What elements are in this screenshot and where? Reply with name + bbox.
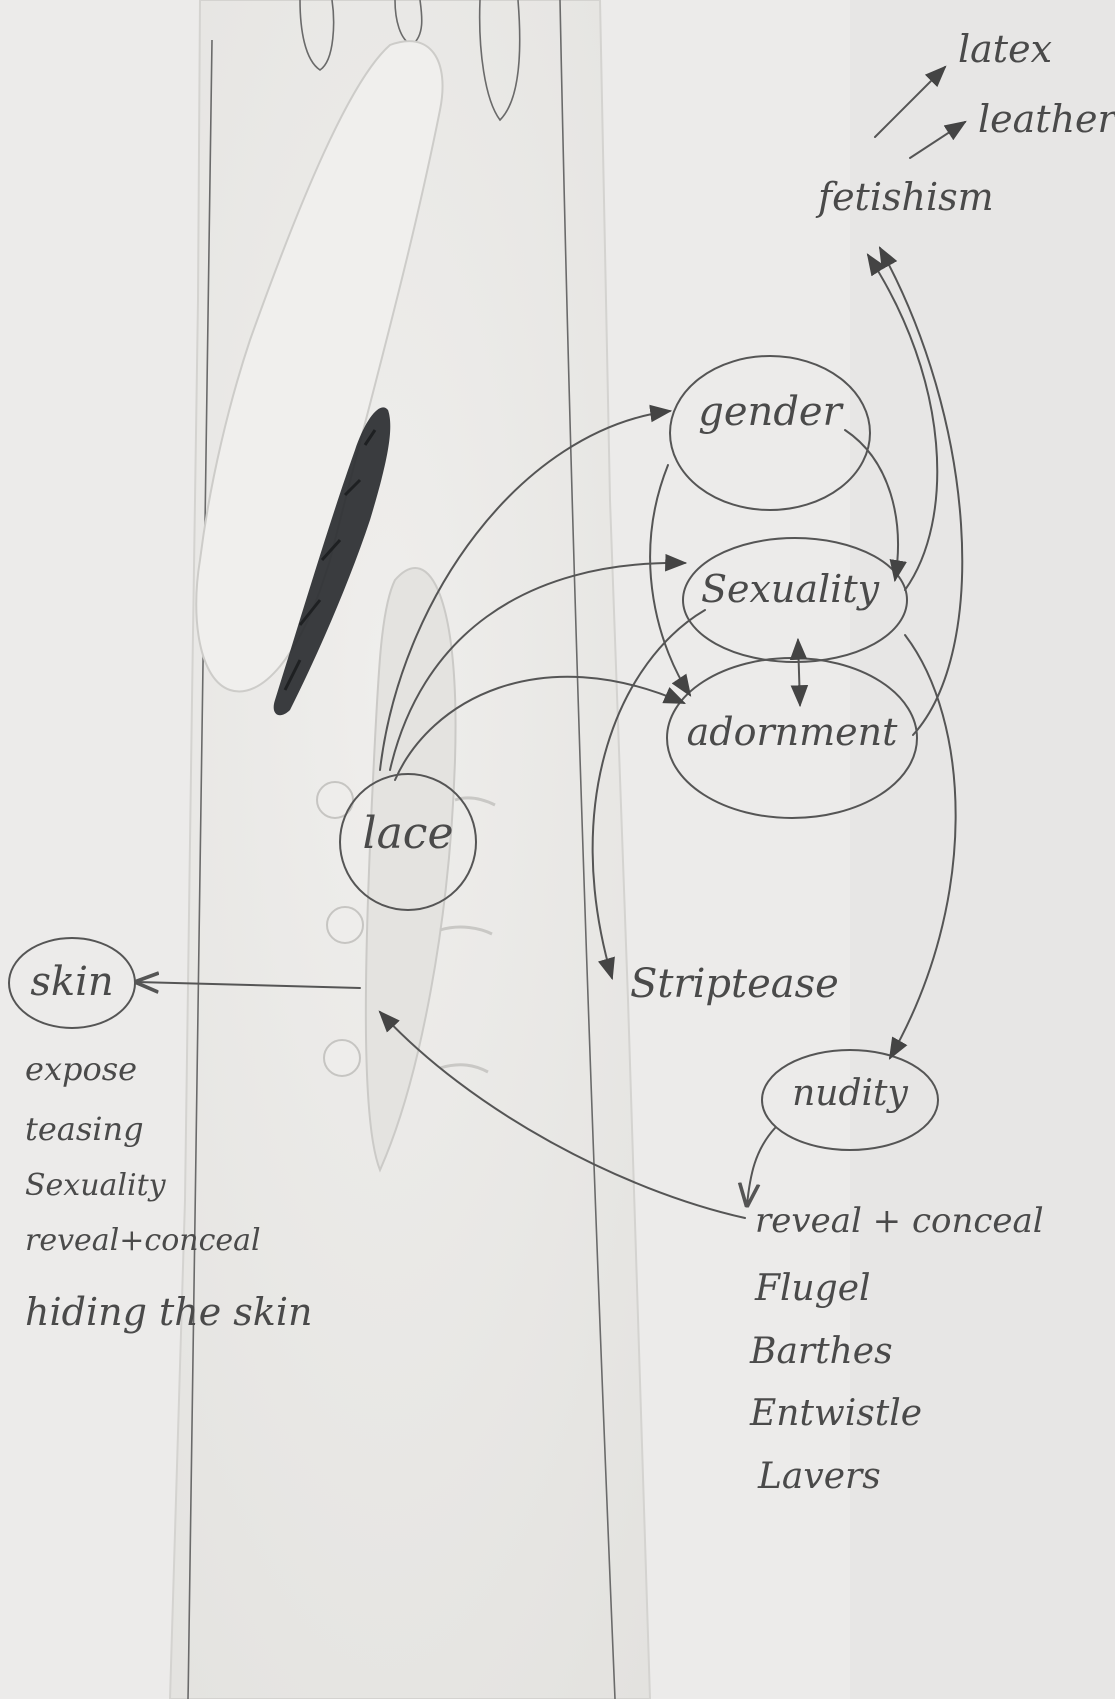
skin-note: Sexuality [25,1168,167,1203]
paper-shadow [850,0,1115,1699]
author-name: Entwistle [749,1393,922,1434]
latex-label: latex [958,27,1052,71]
glove-button [327,907,363,943]
adornment-label: adornment [687,710,898,754]
sexuality-label: Sexuality [701,567,880,611]
striptease-label: Striptease [630,961,839,1007]
author-name: Barthes [749,1331,893,1372]
fetishism-label: fetishism [815,175,994,219]
skin-note: hiding the skin [25,1290,312,1334]
nudity-label: nudity [792,1073,908,1114]
gender-label: gender [698,389,844,435]
skin-note: reveal+conceal [25,1223,261,1258]
leather-label: leather [978,97,1115,141]
skin-label: skin [30,959,113,1005]
author-name: Lavers [757,1456,881,1497]
glove-button [324,1040,360,1076]
lace-label: lace [363,808,454,859]
author-name: Flugel [754,1268,871,1309]
reveal-conceal-label: reveal + conceal [755,1201,1044,1241]
skin-note: expose [25,1050,137,1088]
skin-note: teasing [25,1110,144,1148]
